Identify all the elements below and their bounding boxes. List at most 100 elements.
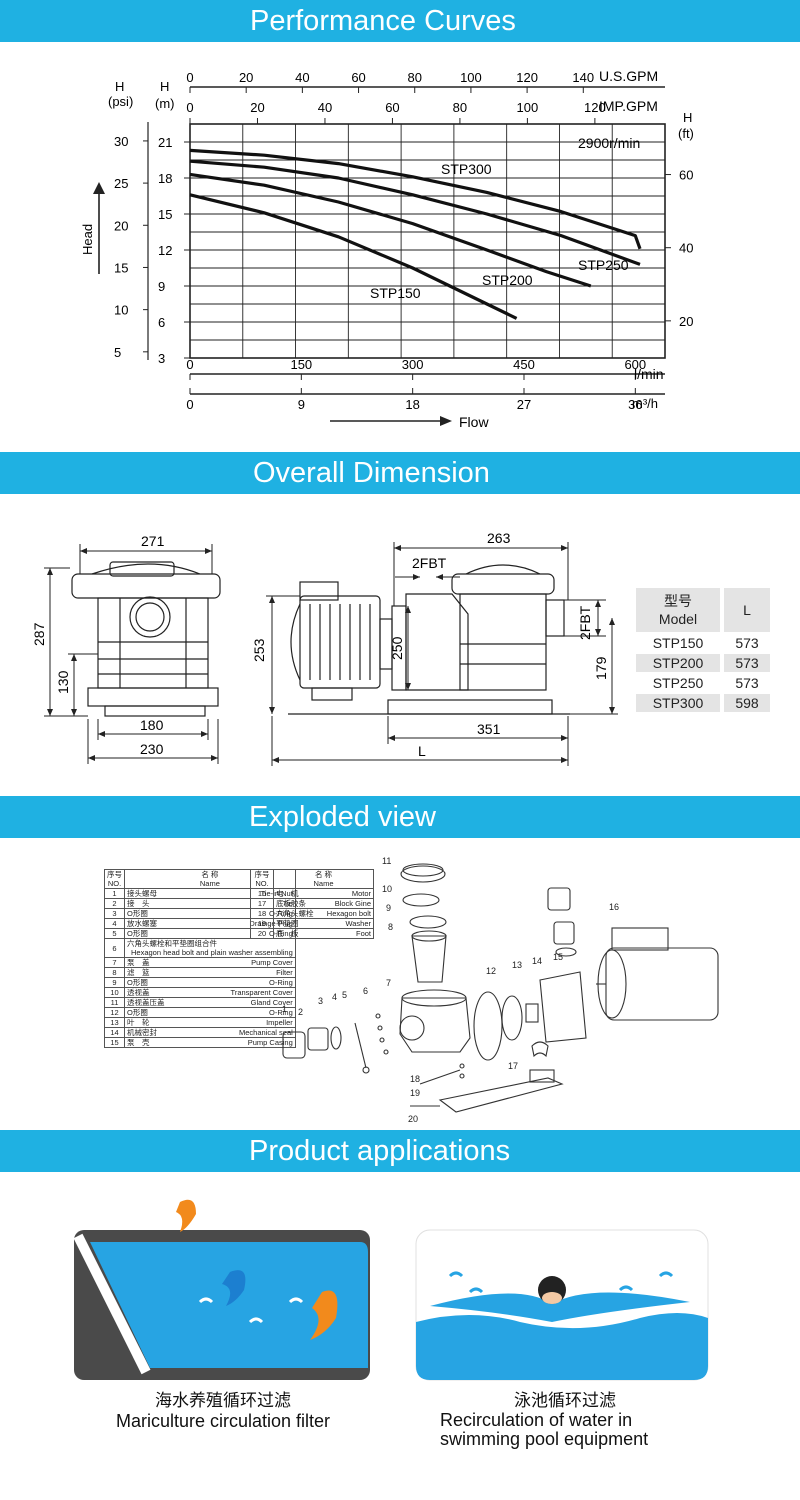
m3h-tick-label: 9 [298, 397, 305, 412]
usgpm-unit: U.S.GPM [599, 68, 658, 84]
dimension-drawing: 271 287 130 180 230 [31, 530, 618, 766]
part-name-cn: 滤 篮 [127, 968, 150, 977]
x-tick-label: 150 [290, 357, 312, 372]
ft-unit-h: H [683, 110, 692, 125]
m-unit: (m) [155, 96, 175, 111]
caption-en: Mariculture circulation filter [115, 1411, 331, 1431]
curve-stp200 [189, 172, 592, 288]
row-model: STP150 [652, 635, 704, 651]
row-l: 573 [735, 635, 759, 651]
dim-port: 2FBT [412, 555, 447, 571]
dim-port-height: 179 [593, 656, 609, 680]
usgpm-tick-label: 100 [460, 70, 482, 85]
callout-14: 14 [532, 956, 542, 966]
part-name-cn: O形圈 [127, 1008, 148, 1017]
series-label-stp150: STP150 [370, 285, 421, 301]
callout-17: 17 [508, 1061, 518, 1071]
part-name-en: Block Gine [334, 899, 371, 908]
usgpm-tick-label: 120 [516, 70, 538, 85]
part-name-cn: 底 板 [276, 929, 299, 938]
part-no: 15 [104, 1037, 125, 1048]
usgpm-tick-label: 140 [572, 70, 594, 85]
m3h-tick-label: 18 [405, 397, 419, 412]
curve-stp250 [189, 159, 641, 266]
part-name-en: O-Ring [269, 978, 293, 987]
x-tick-label: 600 [624, 357, 646, 372]
ft-tick-label: 60 [679, 168, 693, 183]
front-dimensions [44, 544, 219, 764]
usgpm-tick-label: 60 [351, 70, 365, 85]
part-name-cn: 透视盖压盖 [127, 998, 165, 1007]
part-name-cn: 电 机 [276, 889, 299, 898]
usgpm-tick-label: 20 [239, 70, 253, 85]
callout-2: 2 [298, 1007, 303, 1017]
section-banner-applications: Product applications [0, 1130, 800, 1172]
curve-stp300 [189, 148, 642, 250]
caption-cn: 海水养殖循环过滤 [155, 1391, 291, 1411]
row-model: STP250 [652, 675, 704, 691]
impgpm-unit: IMP.GPM [599, 98, 658, 114]
part-name-cn: 接头螺母 [127, 889, 157, 898]
psi-tick-label: 30 [114, 134, 128, 149]
callout-9: 9 [386, 903, 391, 913]
application-caption-mariculture: 海水养殖循环过滤 Mariculture circulation filter [70, 1386, 376, 1431]
section-title: Exploded view [249, 801, 436, 833]
curves [189, 148, 642, 320]
row-l: 573 [735, 675, 759, 691]
dim-base-inner: 180 [140, 717, 164, 733]
psi-tick-label: 10 [114, 303, 128, 318]
series-label-stp200: STP200 [482, 272, 533, 288]
part-name-en: Washer [345, 919, 371, 928]
row-model: STP300 [636, 694, 720, 712]
part-name-cn: 泵 盖 [127, 958, 150, 967]
header-l: L [724, 588, 770, 632]
dim-pump-length: 263 [487, 530, 511, 546]
part-name-cn: 六角头螺栓和平垫圈组合件 [127, 939, 217, 948]
dim-base-outer: 230 [140, 741, 164, 757]
callout-19: 19 [410, 1088, 420, 1098]
callout-16: 16 [609, 902, 619, 912]
m3h-unit: m³/h [632, 396, 658, 411]
dim-motor-height: 250 [389, 636, 405, 660]
caption-cn: 泳池循环过滤 [514, 1391, 616, 1411]
y-tick-label: 12 [158, 243, 172, 258]
psi-tick-label: 5 [114, 345, 121, 360]
callout-12: 12 [486, 966, 496, 976]
head-arrow-icon [93, 182, 105, 194]
impgpm-tick-label: 40 [318, 100, 332, 115]
header-model-cn: 型号 [664, 593, 692, 609]
section-banner-dimension: Overall Dimension [0, 452, 800, 494]
psi-unit: (psi) [108, 94, 133, 109]
callout-5: 5 [342, 990, 347, 1000]
part-name-en: Mechanical seal [239, 1028, 293, 1037]
dim-port-side: 2FBT [577, 605, 593, 640]
impgpm-tick-label: 60 [385, 100, 399, 115]
table-row: STP250 573 [636, 674, 770, 692]
ft-tick-label: 40 [679, 241, 693, 256]
part-name-en: Hexagon head bolt and plain washer assem… [131, 948, 293, 957]
ft-tick-label: 20 [679, 314, 693, 329]
impgpm-tick-label: 120 [584, 100, 606, 115]
part-name-en: O-Ring [269, 1008, 293, 1017]
exploded-drawing: 1 2 3 4 5 6 7 8 9 10 11 12 13 14 15 16 1… [282, 856, 719, 1124]
usgpm-tick-label: 80 [408, 70, 422, 85]
callout-1: 1 [282, 1004, 287, 1014]
m-unit-h: H [160, 79, 169, 94]
part-name-en: Pump Cover [251, 958, 293, 967]
side-view [288, 564, 570, 715]
dim-inlet-height: 130 [55, 670, 71, 694]
series-label-stp300: STP300 [441, 161, 492, 177]
callout-4: 4 [332, 992, 337, 1002]
part-name-cn: 透视盖 [127, 988, 150, 997]
pool-illustration [415, 1229, 709, 1381]
y-tick-label: 21 [158, 135, 172, 150]
row-model: STP200 [636, 654, 720, 672]
callout-6: 6 [363, 986, 368, 996]
impgpm-tick-label: 100 [517, 100, 539, 115]
